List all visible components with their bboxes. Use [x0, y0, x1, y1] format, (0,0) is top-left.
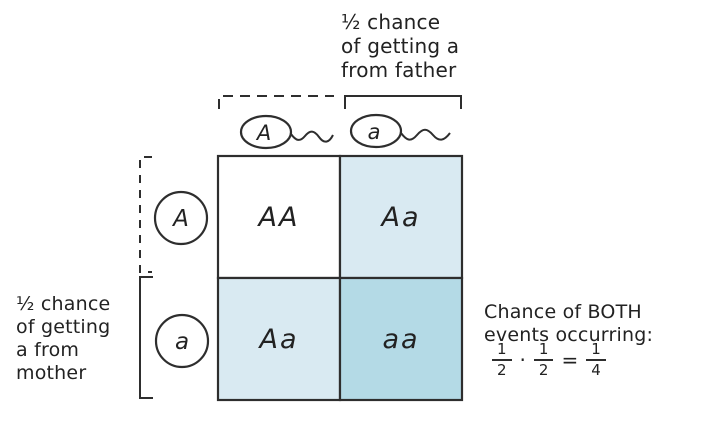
father-allele-a-letter: a: [367, 120, 381, 144]
top-solid-bracket: [344, 95, 462, 109]
mother-note-line1: ½ chance: [16, 293, 111, 315]
mother-note-line3: a from: [16, 339, 80, 361]
fraction2-numerator: 1: [538, 340, 549, 358]
mother-allele-A-circle: [153, 190, 209, 246]
result-note-line2: events occurring:: [484, 324, 654, 346]
genotype-Aa-top-right-label: Aa: [381, 201, 421, 233]
fraction1-bar: [492, 359, 512, 361]
result-denominator: 4: [591, 361, 601, 379]
mother-allele-a-letter: a: [174, 329, 190, 355]
top-dashed-bracket: [218, 95, 334, 109]
father-allele-A-circle: [239, 114, 293, 150]
fraction1-numerator: 1: [497, 340, 507, 358]
cell-top-right: [338, 154, 464, 280]
fraction-one-quarter-result: 1 4: [586, 342, 606, 378]
result-note: Chance of BOTH events occurring:: [484, 301, 653, 347]
equals-sign: =: [561, 348, 579, 372]
mother-note-line4: mother: [16, 362, 87, 384]
fraction2-bar: [533, 359, 554, 361]
fraction1-denominator: 2: [497, 361, 507, 379]
genotype-aa-label: aa: [382, 323, 420, 355]
result-note-line1: Chance of BOTH: [484, 301, 642, 323]
father-allele-A-sperm-tail: [290, 130, 334, 143]
left-solid-bracket: [139, 276, 153, 399]
father-allele-A-letter: A: [256, 121, 272, 145]
cell-bottom-left: [216, 276, 342, 402]
father-probability-note: ½ chance of getting a from father: [341, 10, 459, 82]
father-note-line2: of getting a: [341, 34, 460, 58]
father-note-line1: ½ chance: [341, 10, 441, 34]
cell-bottom-right: [338, 276, 464, 402]
father-allele-a-circle: [349, 113, 403, 149]
mother-note-line2: of getting: [16, 316, 111, 338]
probability-equation: 1 2 · 1 2 = 1 4: [492, 342, 606, 378]
father-note-line3: from father: [341, 58, 457, 82]
multiplication-dot: ·: [519, 348, 526, 372]
cell-top-left: [216, 154, 342, 280]
fraction2-denominator: 2: [538, 361, 549, 379]
mother-allele-A-letter: A: [173, 206, 189, 232]
result-bar: [586, 359, 606, 361]
left-dashed-bracket: [139, 156, 152, 273]
mother-allele-a-circle: [154, 313, 210, 369]
father-allele-a-sperm-tail: [400, 128, 451, 141]
fraction-one-half-second: 1 2: [533, 340, 554, 379]
mother-probability-note: ½ chance of getting a from mother: [16, 293, 110, 385]
genotype-Aa-bottom-left-label: Aa: [259, 323, 299, 355]
result-numerator: 1: [591, 340, 601, 358]
fraction-one-half-first: 1 2: [492, 342, 512, 378]
genotype-AA-label: AA: [258, 201, 300, 233]
